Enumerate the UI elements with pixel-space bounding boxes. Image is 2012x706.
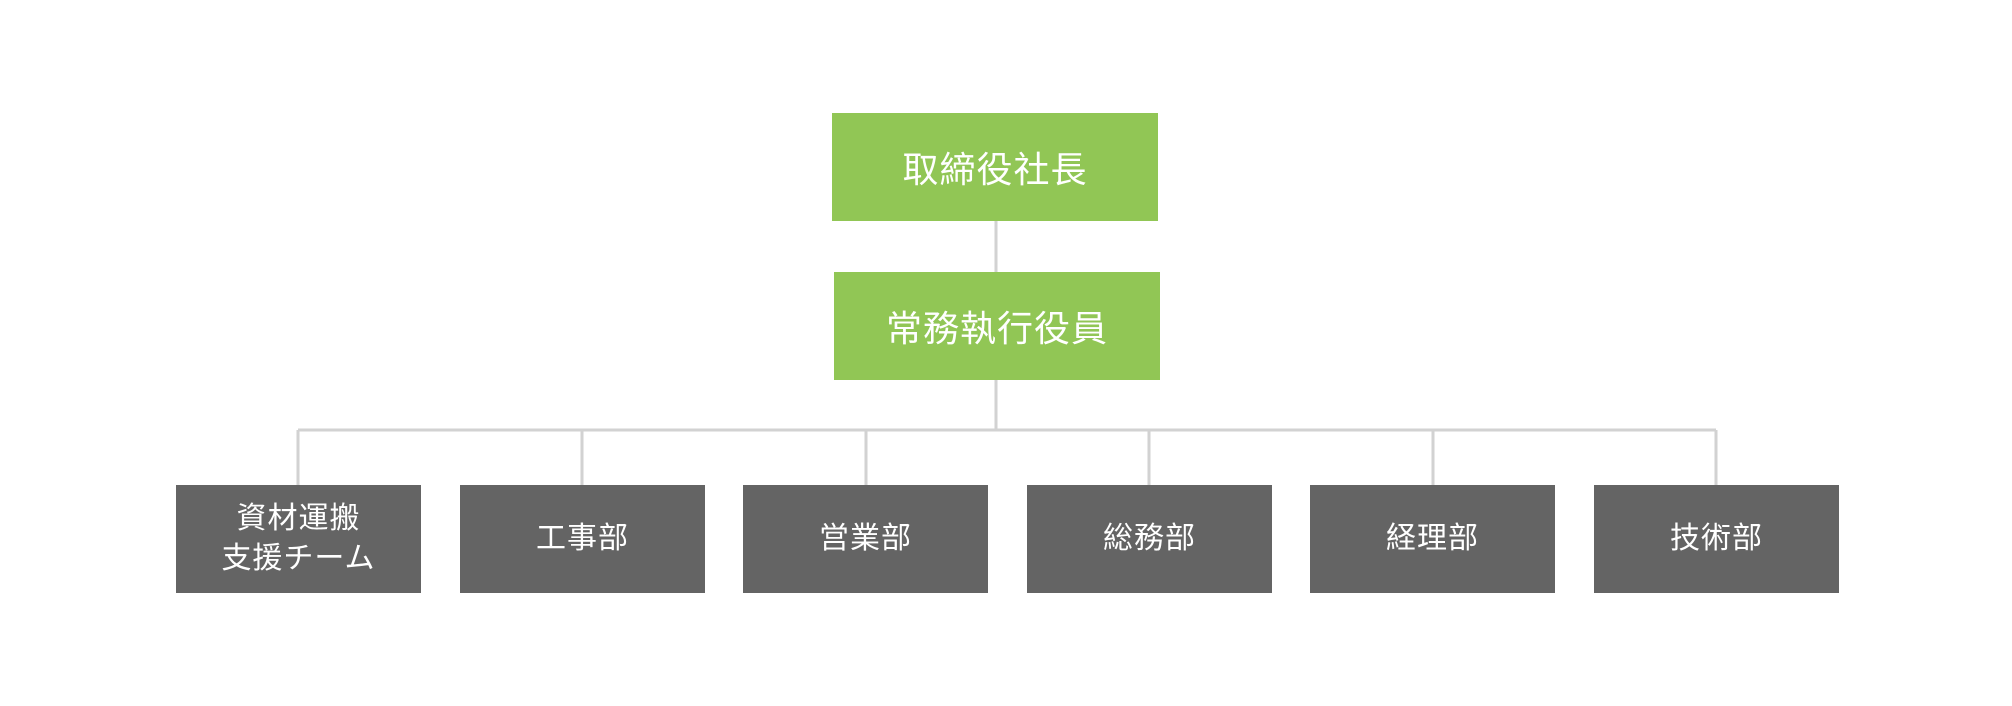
dept-label-line-2: 支援チーム (221, 541, 376, 576)
dept-label-line-1: 資材運搬 (236, 501, 361, 536)
node-managing-director: 常務執行役員 (834, 272, 1160, 380)
node-dept-sales: 営業部 (743, 485, 988, 593)
node-dept-construction: 工事部 (460, 485, 705, 593)
node-dept-general-affairs: 総務部 (1027, 485, 1272, 593)
node-dept-accounting: 経理部 (1310, 485, 1555, 593)
dept-label: 技術部 (1670, 521, 1763, 556)
node-president: 取締役社長 (832, 113, 1158, 221)
dept-label: 営業部 (819, 521, 912, 556)
node-dept-materials-support: 資材運搬 支援チーム (176, 485, 421, 593)
node-president-label: 取締役社長 (902, 150, 1088, 191)
dept-label: 総務部 (1103, 521, 1196, 556)
dept-label: 工事部 (536, 521, 629, 556)
node-dept-engineering: 技術部 (1594, 485, 1839, 593)
dept-label: 経理部 (1386, 521, 1479, 556)
node-managing-director-label: 常務執行役員 (885, 309, 1108, 350)
dept-label: 資材運搬 支援チーム (221, 499, 375, 579)
